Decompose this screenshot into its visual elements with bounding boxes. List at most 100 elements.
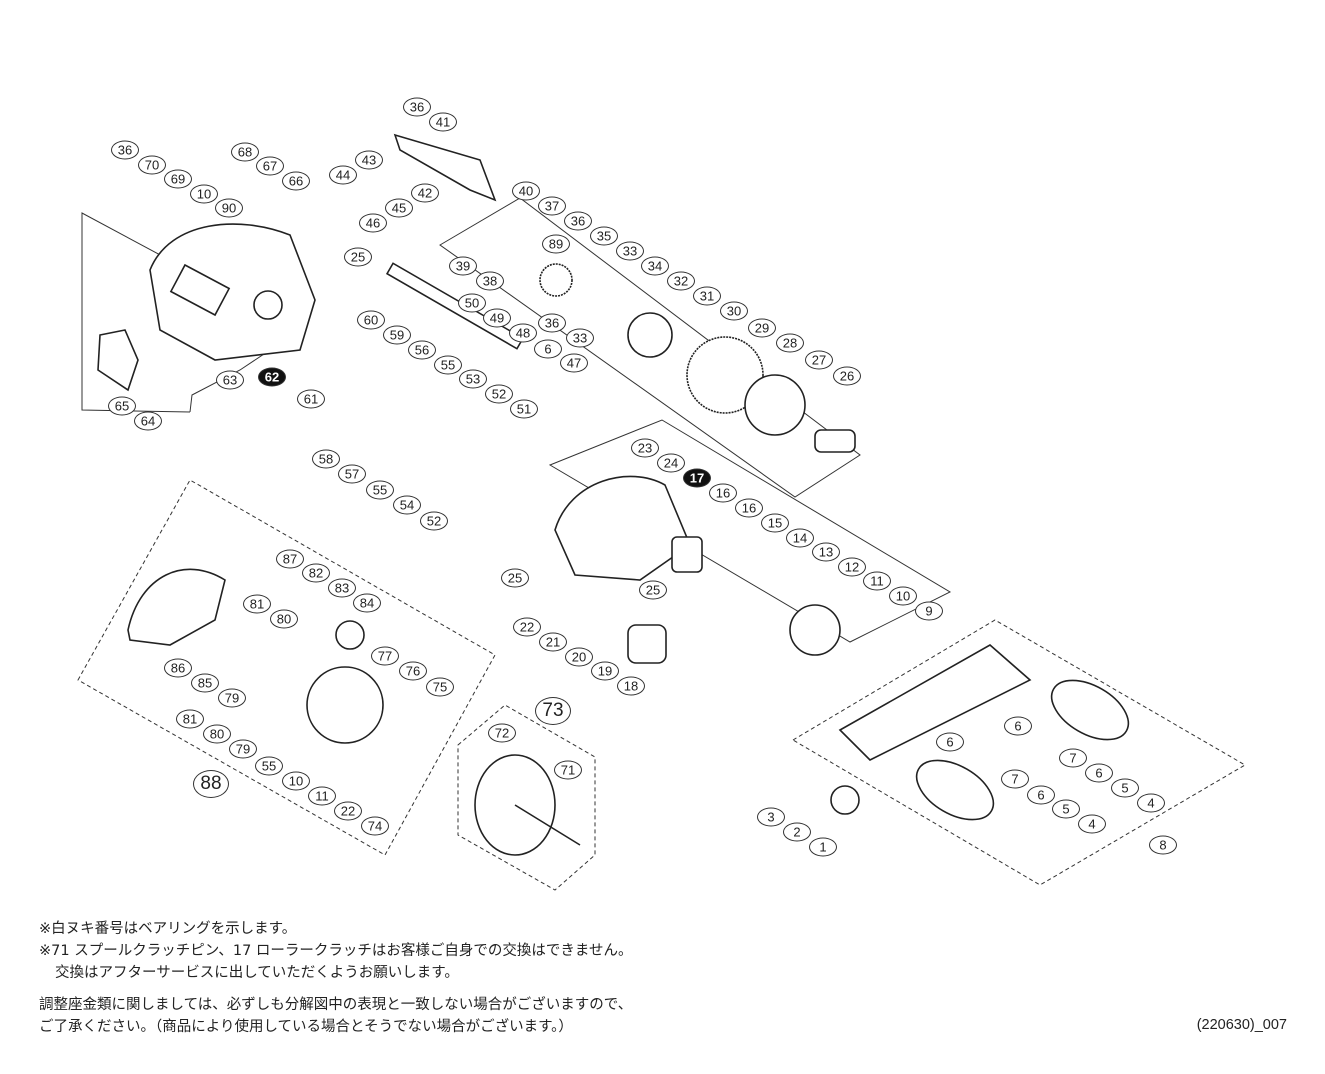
part-number-label: 37 — [538, 196, 566, 216]
part-number-label: 29 — [748, 318, 776, 338]
part-number-label: 10 — [190, 184, 218, 204]
part-number-label: 10 — [282, 771, 310, 791]
part-number-label: 28 — [776, 333, 804, 353]
part-number-label: 33 — [616, 241, 644, 261]
handle-arm-part — [838, 644, 1032, 761]
part-number-label: 34 — [641, 256, 669, 276]
part-number-label: 7 — [1001, 769, 1029, 789]
part-number-label: 19 — [591, 661, 619, 681]
part-number-label: 55 — [255, 756, 283, 776]
part-number-label: 32 — [667, 271, 695, 291]
part-number-label: 31 — [693, 286, 721, 306]
star-drag-part — [789, 604, 841, 656]
part-number-label: 23 — [631, 438, 659, 458]
part-number-label: 66 — [282, 171, 310, 191]
bearing-part-label: 17 — [683, 468, 711, 488]
part-number-label: 15 — [761, 513, 789, 533]
star-wheel-part — [627, 312, 673, 358]
part-number-label: 49 — [483, 308, 511, 328]
frame-bearing-seat — [253, 290, 283, 320]
part-number-label: 57 — [338, 464, 366, 484]
note-service: 交換はアフターサービスに出していただくようお願いします。 — [55, 965, 459, 981]
part-number-label: 11 — [308, 786, 336, 806]
part-number-label: 36 — [564, 211, 592, 231]
part-number-label: 24 — [657, 453, 685, 473]
part-number-label: 25 — [501, 568, 529, 588]
note-bearing: ※白ヌキ番号はベアリングを示します。 — [39, 921, 297, 937]
assembly-number-label: 73 — [535, 697, 571, 725]
handle-knob-part — [1050, 679, 1130, 741]
ratchet-gear-part — [539, 263, 573, 297]
part-number-label: 26 — [833, 366, 861, 386]
part-number-label: 55 — [434, 355, 462, 375]
part-number-label: 4 — [1137, 793, 1165, 813]
note-shims: 調整座金類に関しましては、必ずしも分解図中の表現と一致しない場合がございますので… — [39, 997, 633, 1013]
handle-nut-part — [830, 785, 860, 815]
side-cover-part — [97, 329, 139, 392]
part-number-label: 39 — [449, 256, 477, 276]
part-number-label: 16 — [709, 483, 737, 503]
part-number-label: 5 — [1111, 778, 1139, 798]
spool-group-outline — [457, 704, 596, 891]
part-number-label: 51 — [510, 399, 538, 419]
clutch-bar-part — [393, 133, 497, 202]
part-number-label: 44 — [329, 165, 357, 185]
assembly-number-label: 88 — [193, 770, 229, 798]
part-number-label: 6 — [1027, 785, 1055, 805]
part-number-label: 18 — [617, 676, 645, 696]
part-number-label: 77 — [371, 646, 399, 666]
brake-plate-part — [306, 666, 384, 744]
frame-window — [169, 263, 231, 317]
part-number-label: 27 — [805, 350, 833, 370]
part-number-label: 5 — [1052, 799, 1080, 819]
part-number-label: 12 — [838, 557, 866, 577]
part-number-label: 71 — [554, 760, 582, 780]
part-number-label: 30 — [720, 301, 748, 321]
part-number-label: 63 — [216, 370, 244, 390]
part-number-label: 79 — [229, 739, 257, 759]
part-number-label: 25 — [639, 580, 667, 600]
part-number-label: 75 — [426, 677, 454, 697]
part-number-label: 21 — [539, 632, 567, 652]
bearing-part-label: 62 — [258, 367, 286, 387]
part-number-label: 50 — [458, 293, 486, 313]
part-number-label: 81 — [243, 594, 271, 614]
part-number-label: 42 — [411, 183, 439, 203]
part-number-label: 22 — [334, 801, 362, 821]
part-number-label: 54 — [393, 495, 421, 515]
part-number-label: 9 — [915, 601, 943, 621]
part-number-label: 87 — [276, 549, 304, 569]
part-number-label: 84 — [353, 593, 381, 613]
frame-part — [149, 223, 316, 361]
part-number-label: 45 — [385, 198, 413, 218]
part-number-label: 46 — [359, 213, 387, 233]
part-number-label: 48 — [509, 323, 537, 343]
part-number-label: 25 — [344, 247, 372, 267]
part-number-label: 52 — [420, 511, 448, 531]
sideplate-group-outline — [548, 419, 952, 643]
part-number-label: 47 — [560, 353, 588, 373]
part-number-label: 53 — [459, 369, 487, 389]
handle-nut-part — [627, 624, 667, 664]
handle-knob-part — [915, 759, 995, 821]
part-number-label: 40 — [512, 181, 540, 201]
part-number-label: 38 — [476, 271, 504, 291]
note-clutch: ※71 スプールクラッチピン、17 ローラークラッチはお客様ご自身での交換はでき… — [39, 943, 633, 959]
part-number-label: 4 — [1078, 814, 1106, 834]
part-number-label: 6 — [1085, 763, 1113, 783]
part-number-label: 56 — [408, 340, 436, 360]
part-number-label: 1 — [809, 837, 837, 857]
brake-dial-part — [335, 620, 365, 650]
part-number-label: 3 — [757, 807, 785, 827]
note-shims-cont: ご了承ください。（商品により使用している場合とそうでない場合がございます。） — [39, 1019, 573, 1035]
part-number-label: 58 — [312, 449, 340, 469]
part-number-label: 76 — [399, 661, 427, 681]
spool-gear-group-outline — [439, 197, 861, 498]
part-number-label: 80 — [203, 724, 231, 744]
exploded-parts-diagram — [77, 133, 1246, 891]
part-number-label: 2 — [783, 822, 811, 842]
part-number-label: 13 — [812, 542, 840, 562]
part-number-label: 43 — [355, 150, 383, 170]
part-number-label: 72 — [488, 723, 516, 743]
part-number-label: 55 — [366, 480, 394, 500]
